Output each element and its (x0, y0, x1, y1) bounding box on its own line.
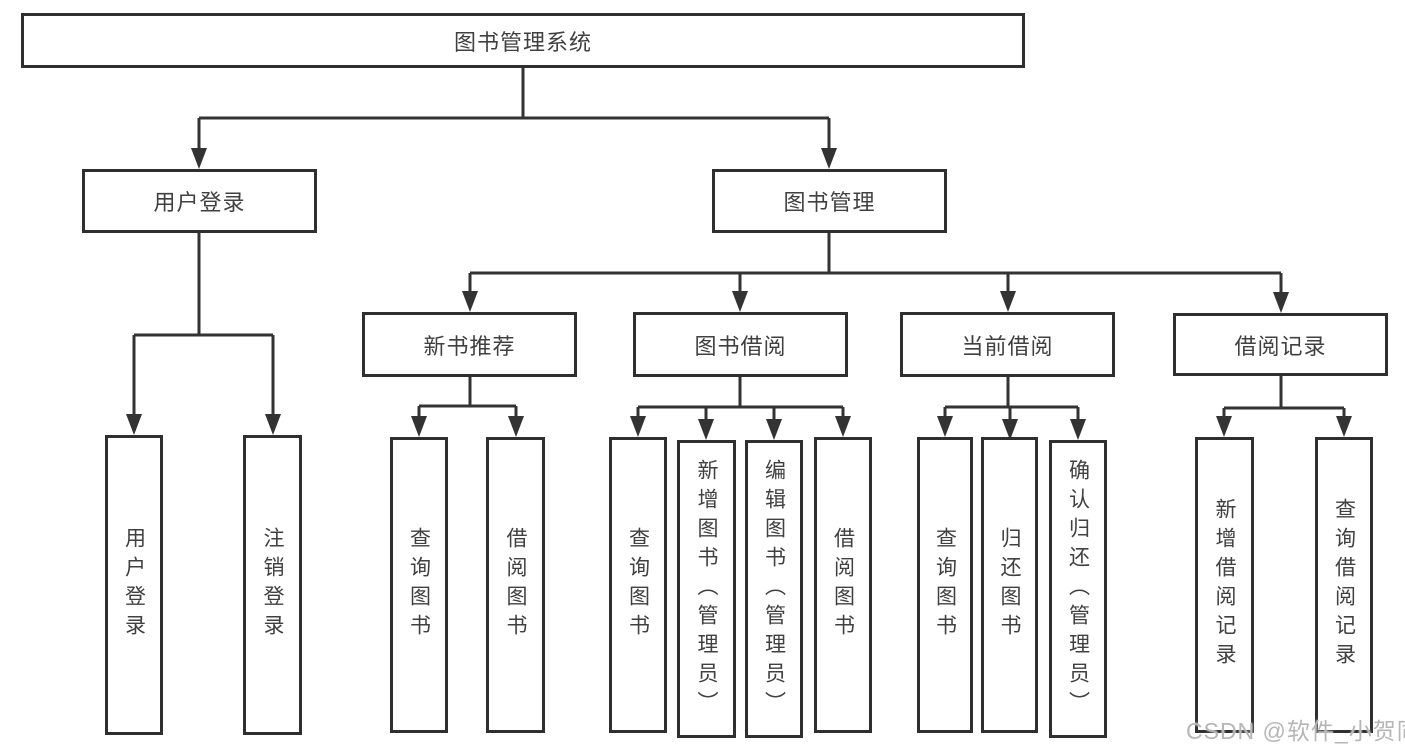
leaf-logout: 注销登录 (243, 435, 302, 735)
leaf-newbooks-query-label: 查询图书 (407, 527, 431, 643)
leaf-records-add: 新增借阅记录 (1195, 437, 1254, 733)
leaf-records-query-label: 查询借阅记录 (1332, 498, 1356, 672)
leaf-user-login-label: 用户登录 (122, 527, 146, 643)
leaf-newbooks-query: 查询图书 (390, 437, 448, 733)
leaf-current-return: 归还图书 (981, 437, 1038, 733)
node-root-library-system: 图书管理系统 (21, 13, 1025, 68)
node-book-borrow: 图书借阅 (633, 312, 848, 377)
leaf-records-add-label: 新增借阅记录 (1213, 498, 1236, 672)
leaf-records-query: 查询借阅记录 (1315, 437, 1373, 733)
node-user-login: 用户登录 (82, 169, 317, 233)
leaf-borrow-edit-admin: 编辑图书（管理员） (745, 440, 803, 738)
leaf-logout-label: 注销登录 (261, 527, 284, 643)
leaf-borrow-add-admin-label: 新增图书（管理员） (695, 458, 718, 720)
leaf-borrow-edit-admin-label: 编辑图书（管理员） (762, 458, 786, 720)
node-current-borrow: 当前借阅 (900, 312, 1115, 377)
leaf-borrow-borrow-label: 借阅图书 (831, 527, 855, 643)
csdn-watermark: CSDN @软件_小贺同学 (1186, 718, 1405, 744)
leaf-newbooks-borrow: 借阅图书 (486, 437, 545, 733)
leaf-current-confirm-admin-label: 确认归还（管理员） (1066, 458, 1090, 720)
leaf-current-return-label: 归还图书 (998, 527, 1021, 643)
node-new-book-recommend: 新书推荐 (362, 312, 577, 377)
leaf-newbooks-borrow-label: 借阅图书 (504, 527, 527, 643)
leaf-user-login: 用户登录 (105, 435, 163, 735)
leaf-current-query: 查询图书 (917, 437, 973, 733)
leaf-borrow-query: 查询图书 (609, 437, 667, 733)
node-borrow-records: 借阅记录 (1173, 313, 1388, 376)
leaf-current-confirm-admin: 确认归还（管理员） (1049, 440, 1107, 738)
leaf-borrow-borrow: 借阅图书 (814, 437, 872, 733)
node-book-management: 图书管理 (712, 169, 947, 233)
arrowheads (126, 148, 1352, 440)
leaf-current-query-label: 查询图书 (933, 527, 957, 643)
leaf-borrow-query-label: 查询图书 (626, 527, 650, 643)
leaf-borrow-add-admin: 新增图书（管理员） (677, 440, 736, 738)
